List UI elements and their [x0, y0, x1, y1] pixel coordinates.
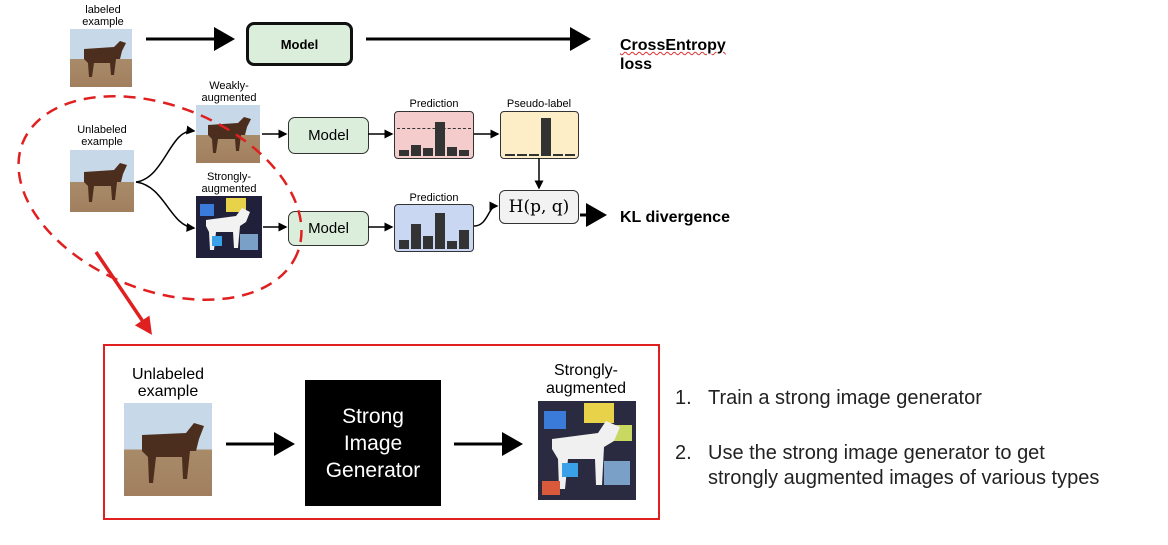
unlabeled-example-label: Unlabeled example [77, 124, 127, 148]
note-item-2-number: 2. [675, 442, 692, 464]
histogram-bar [541, 118, 551, 156]
labeled-horse-image [70, 29, 132, 87]
model-box-weak: Model [288, 117, 369, 154]
histogram-bar [447, 146, 457, 156]
weak-horse-image [196, 105, 260, 163]
note-item-2: 2.Use the strong image generator to get … [675, 441, 1099, 491]
kl-divergence-label: KL divergence [620, 209, 730, 226]
detail-strongly-augmented-label: Strongly- augmented [545, 362, 627, 397]
loss-text: loss [620, 56, 653, 73]
histogram-bar [517, 154, 527, 156]
note-item-1-number: 1. [675, 387, 692, 409]
arrow-icon [135, 181, 196, 232]
strong-image-generator-box: Strong Image Generator [305, 380, 441, 506]
pseudo-label-title: Pseudo-label [506, 98, 572, 110]
highlight-ellipse [17, 95, 303, 301]
note-item-1: 1. Train a strong image generator [675, 386, 982, 410]
prediction-weak-title: Prediction [409, 98, 459, 110]
horse-photo-icon [84, 41, 126, 77]
strongly-augmented-label: Strongly- augmented [201, 171, 257, 195]
strongly-augmented-horse-photo-icon [538, 401, 636, 500]
unlabeled-horse-image [70, 150, 134, 212]
threshold-line [397, 128, 471, 129]
labeled-example-label: labeled example [82, 4, 124, 28]
histogram-bar [565, 154, 575, 156]
arrow-icon [94, 251, 152, 335]
histogram-bar [399, 150, 409, 156]
detail-box [103, 344, 660, 520]
model-box-labeled: Model [246, 22, 353, 66]
arrow-icon [473, 201, 499, 227]
histogram-bar [505, 154, 515, 156]
strongly-augmented-horse-photo-icon [196, 196, 262, 258]
horse-photo-icon [208, 117, 251, 153]
cross-entropy-function-box: H(p, q) [499, 190, 579, 224]
histogram-bar [423, 148, 433, 156]
horse-photo-icon [84, 163, 127, 202]
histogram-bar [423, 235, 433, 249]
histogram-bar [529, 154, 539, 156]
histogram-bar [459, 150, 469, 156]
detail-unlabeled-label: Unlabeled example [131, 366, 205, 400]
detail-horse-image [124, 403, 212, 496]
histogram-bar [447, 241, 457, 249]
histogram-bar [459, 230, 469, 249]
detail-strong-image [538, 401, 636, 500]
histogram-bar [411, 144, 421, 156]
prediction-weak-plot [394, 111, 474, 159]
cross-entropy-loss-label: CrossEntropy loss [620, 36, 726, 74]
note-item-2-line2: strongly augmented images of various typ… [708, 467, 1100, 489]
prediction-strong-title: Prediction [409, 192, 459, 204]
weakly-augmented-label: Weakly- augmented [201, 80, 257, 104]
cross-entropy-text: CrossEntropy [620, 37, 726, 54]
histogram-bar [411, 224, 421, 249]
note-item-2-line1: Use the strong image generator to get [708, 442, 1045, 464]
arrow-icon [135, 125, 196, 183]
horse-photo-icon [142, 423, 204, 483]
prediction-strong-plot [394, 204, 474, 252]
histogram-bar [435, 212, 445, 249]
histogram-bar [399, 239, 409, 249]
histogram-bar [553, 154, 563, 156]
note-item-1-text: Train a strong image generator [708, 387, 982, 409]
histogram-bar [435, 121, 445, 156]
strong-horse-image [196, 196, 262, 258]
